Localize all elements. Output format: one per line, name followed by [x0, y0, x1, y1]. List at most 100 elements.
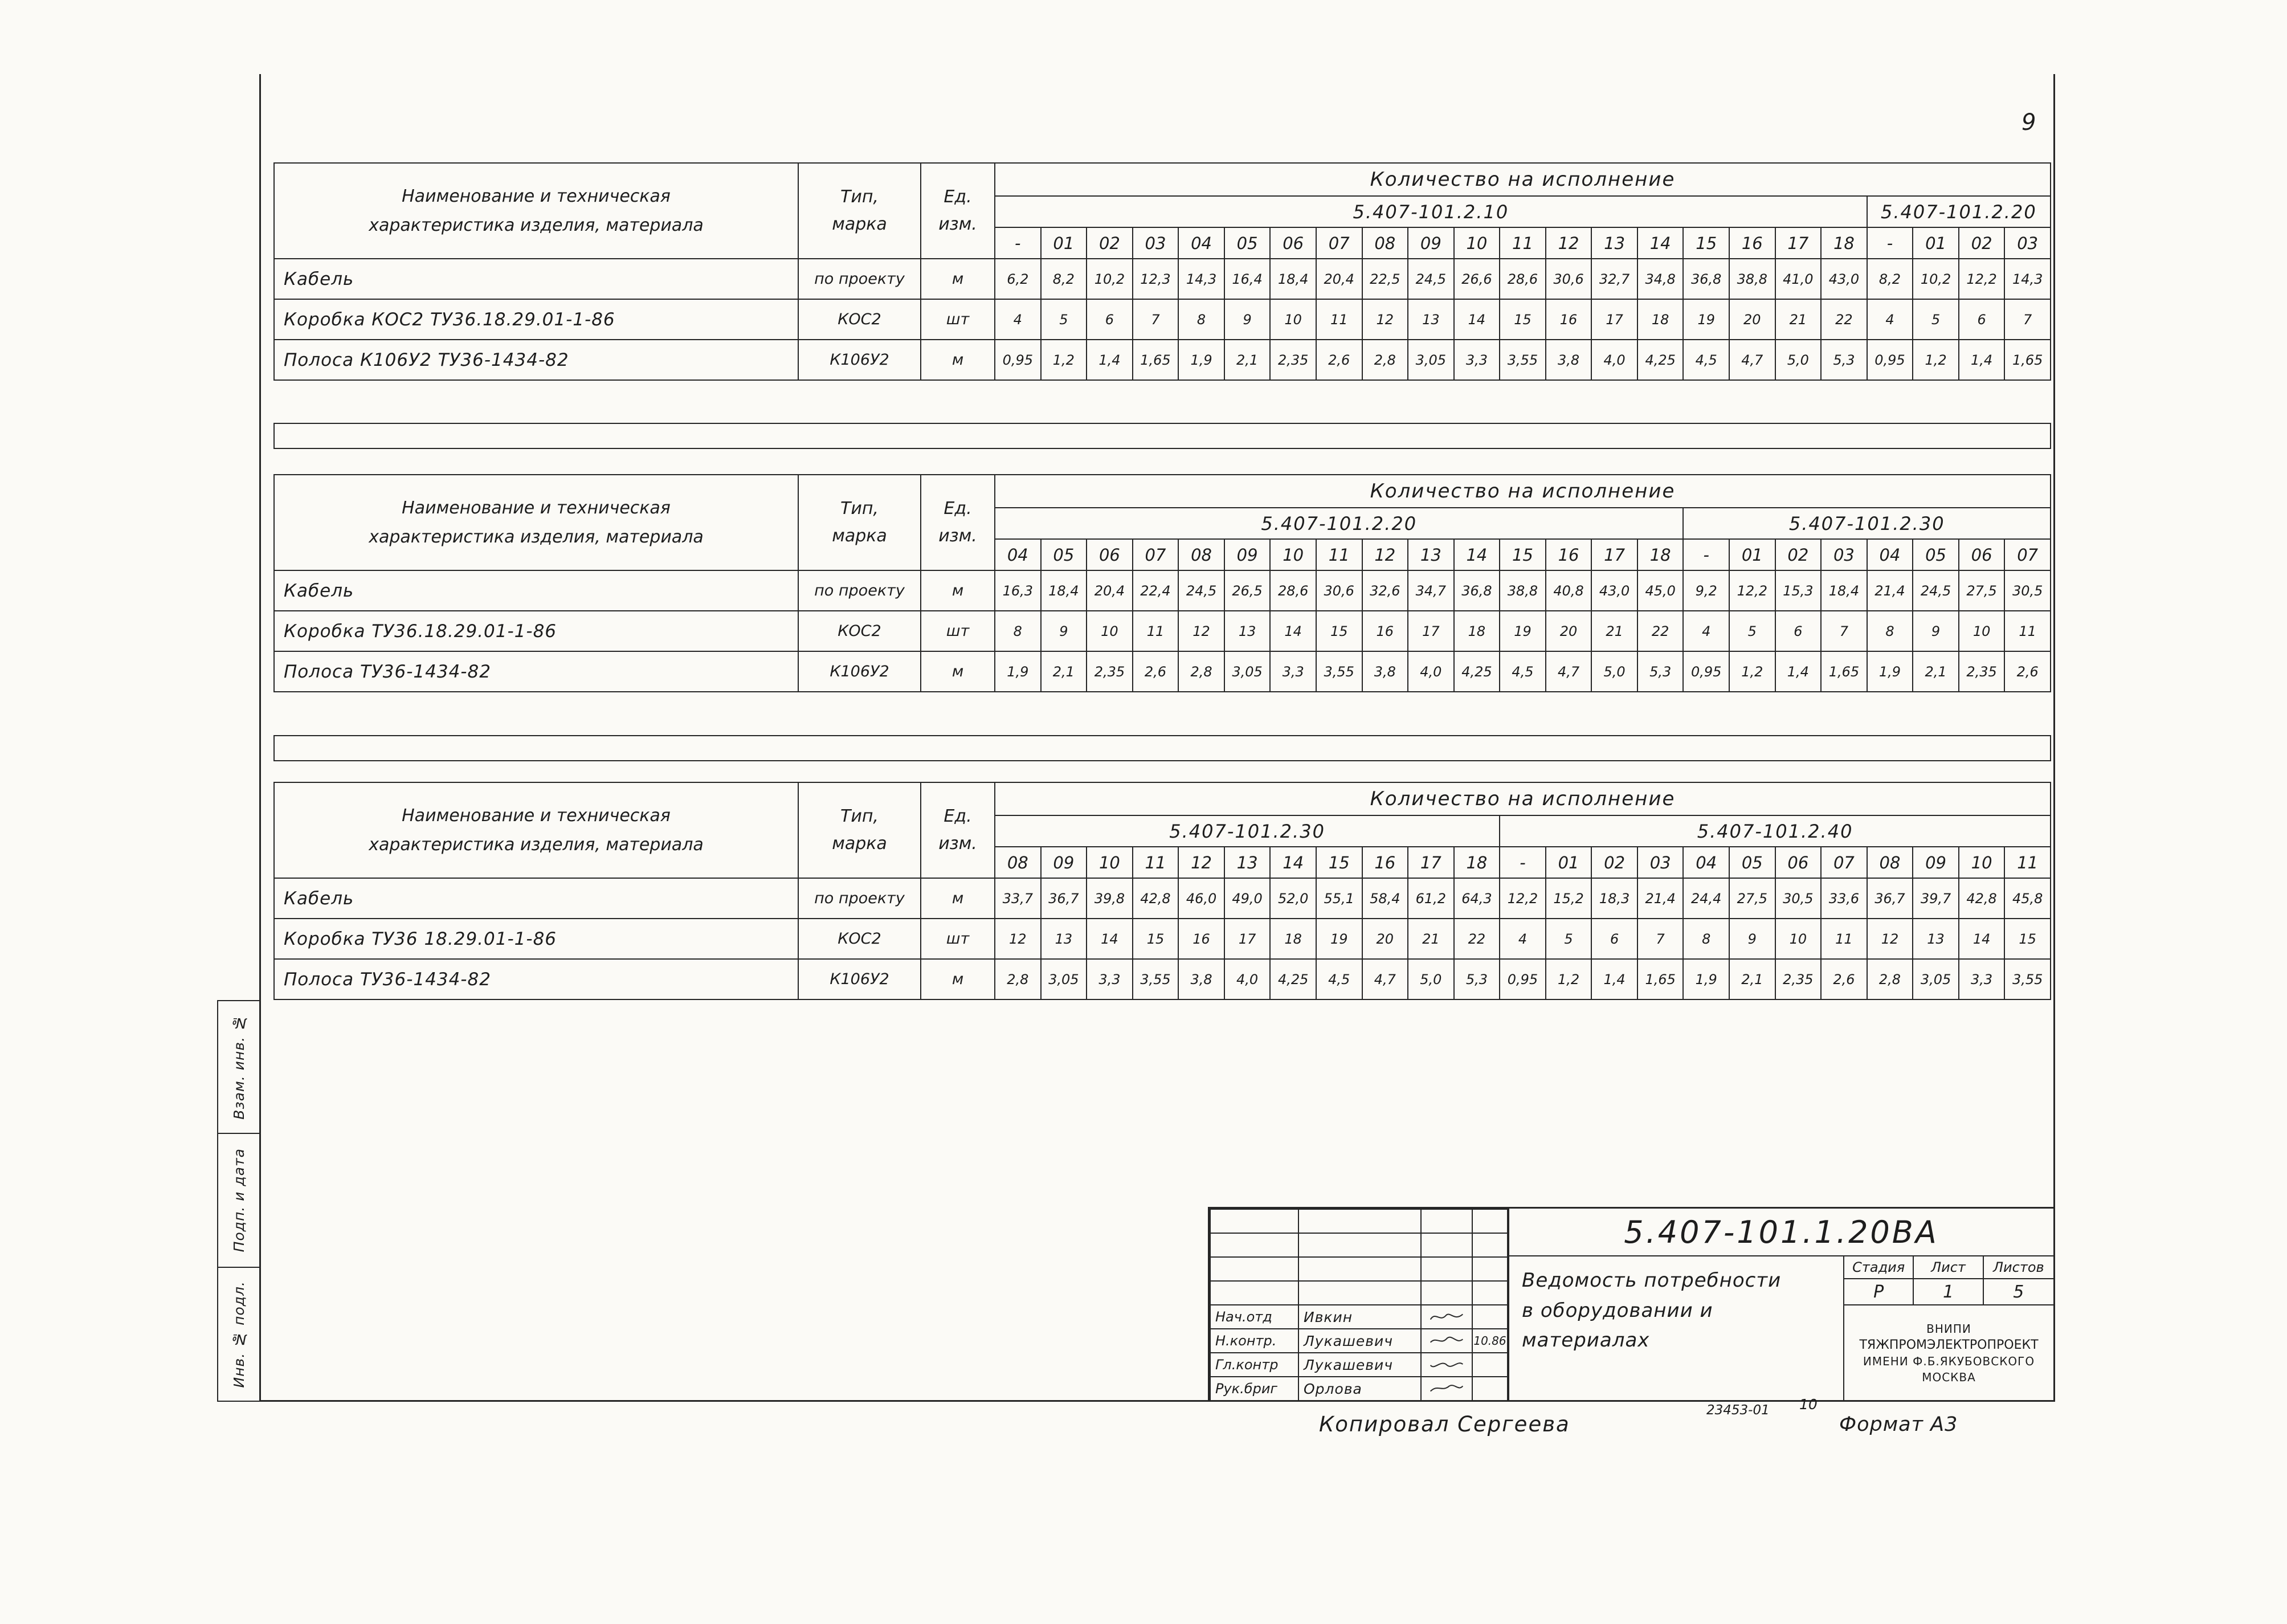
quantity-value: 2,1 [1040, 651, 1088, 692]
quantity-value: 12,2 [1499, 878, 1546, 919]
quantity-value: 32,7 [1591, 258, 1638, 300]
execution-number: 14 [1636, 227, 1684, 259]
quantity-value: 8 [994, 610, 1042, 652]
execution-number: 16 [1361, 846, 1409, 879]
quantity-value: 24,4 [1682, 878, 1730, 919]
document-title-line: материалах [1522, 1329, 1650, 1352]
signature-mark [1430, 1313, 1464, 1320]
quantity-value: 61,2 [1407, 878, 1455, 919]
quantity-value: 10 [1269, 299, 1317, 340]
execution-number: 06 [1958, 538, 2006, 571]
signer-name: Лукашевич [1298, 1352, 1422, 1377]
quantity-value: 4,0 [1407, 651, 1455, 692]
quantity-value: 0,95 [1682, 651, 1730, 692]
quantity-value: 2,35 [1269, 339, 1317, 381]
quantity-value: 1,2 [1040, 339, 1088, 381]
execution-number: 05 [1223, 227, 1271, 259]
quantity-value: 45,0 [1636, 570, 1684, 611]
quantity-value: 5 [1545, 918, 1592, 960]
quantity-value: 13 [1912, 918, 1959, 960]
quantity-value: 12 [1178, 610, 1225, 652]
signer-name: Орлова [1298, 1376, 1422, 1401]
quantity-value: 1,65 [1636, 958, 1684, 1000]
execution-group-label: 5.407-101.2.10 [994, 195, 1868, 228]
quantity-header: Количество на исполнение [994, 162, 2051, 197]
material-name: Кабель [273, 258, 799, 300]
format-label: Формат А3 [1839, 1413, 1958, 1436]
execution-number: 06 [1269, 227, 1317, 259]
quantity-value: 3,55 [1315, 651, 1363, 692]
quantity-value: 1,4 [1591, 958, 1638, 1000]
execution-number: 13 [1223, 846, 1271, 879]
organization-name: ВНИПИ ТЯЖПРОМЭЛЕКТРОПРОЕКТ ИМЕНИ Ф.Б.ЯКУ… [1844, 1305, 2053, 1400]
signer-name: Лукашевич [1298, 1328, 1422, 1353]
quantity-value: 10,2 [1912, 258, 1959, 300]
document-code: 5.407-101.1.20ВА [1509, 1209, 2053, 1256]
quantity-value: 3,55 [2004, 958, 2051, 1000]
execution-number: 11 [2004, 846, 2051, 879]
execution-number: 03 [2004, 227, 2051, 259]
quantity-value: 14 [1086, 918, 1133, 960]
quantity-value: 30,5 [1774, 878, 1822, 919]
quantity-value: 14 [1269, 610, 1317, 652]
material-unit: шт [920, 610, 995, 652]
quantity-value: 36,7 [1040, 878, 1088, 919]
quantity-value: 18 [1269, 918, 1317, 960]
quantity-value: 12 [994, 918, 1042, 960]
execution-group-label: 5.407-101.2.30 [1682, 507, 2051, 540]
signer-role: Гл.контр [1210, 1352, 1299, 1377]
material-name: Коробка ТУ36.18.29.01-1-86 [273, 610, 799, 652]
quantity-value: 20 [1361, 918, 1409, 960]
execution-number: 10 [1086, 846, 1133, 879]
material-name: Полоса К106У2 ТУ36-1434-82 [273, 339, 799, 381]
quantity-value: 10 [1774, 918, 1822, 960]
quantity-value: 4 [994, 299, 1042, 340]
quantity-value: 19 [1499, 610, 1546, 652]
quantity-value: 2,35 [1958, 651, 2006, 692]
execution-number: 15 [1499, 538, 1546, 571]
material-type: по проекту [798, 878, 921, 919]
org-line: ВНИПИ [1926, 1321, 1971, 1336]
signer-role: Нач.отд [1210, 1304, 1299, 1329]
quantity-value: 14 [1453, 299, 1501, 340]
type-column-header: Тип,марка [798, 162, 921, 259]
quantity-value: 3,05 [1407, 339, 1455, 381]
material-type: по проекту [798, 570, 921, 611]
material-type: К106У2 [798, 958, 921, 1000]
quantity-value: 2,1 [1912, 651, 1959, 692]
quantity-value: 3,8 [1361, 651, 1409, 692]
execution-number: - [1682, 538, 1730, 571]
execution-number: 02 [1591, 846, 1638, 879]
quantity-value: 15 [1499, 299, 1546, 340]
quantity-value: 6 [1591, 918, 1638, 960]
quantity-value: 33,6 [1820, 878, 1868, 919]
quantity-value: 5 [1912, 299, 1959, 340]
execution-number: 05 [1729, 846, 1776, 879]
stamp-label: Подп. и дата [231, 1148, 247, 1252]
quantity-value: 3,3 [1453, 339, 1501, 381]
execution-number: 07 [2004, 538, 2051, 571]
org-line: ИМЕНИ Ф.Б.ЯКУБОВСКОГО [1863, 1354, 2035, 1368]
signature-mark [1430, 1336, 1463, 1343]
quantity-value: 58,4 [1361, 878, 1409, 919]
material-unit: шт [920, 918, 995, 960]
material-type: по проекту [798, 258, 921, 300]
execution-number: 16 [1545, 538, 1592, 571]
quantity-value: 34,8 [1636, 258, 1684, 300]
quantity-value: 19 [1315, 918, 1363, 960]
material-unit: м [920, 958, 995, 1000]
quantity-value: 4 [1499, 918, 1546, 960]
material-name: Полоса ТУ36-1434-82 [273, 651, 799, 692]
signature-date: 10.86 [1472, 1328, 1508, 1353]
quantity-value: 22,5 [1361, 258, 1409, 300]
unit-column-header: Ед.изм. [920, 162, 995, 259]
quantity-value: 39,7 [1912, 878, 1959, 919]
execution-number: 15 [1682, 227, 1730, 259]
quantity-value: 4,0 [1223, 958, 1271, 1000]
material-type: КОС2 [798, 610, 921, 652]
quantity-value: 14 [1958, 918, 2006, 960]
signature-mark [1430, 1362, 1463, 1368]
